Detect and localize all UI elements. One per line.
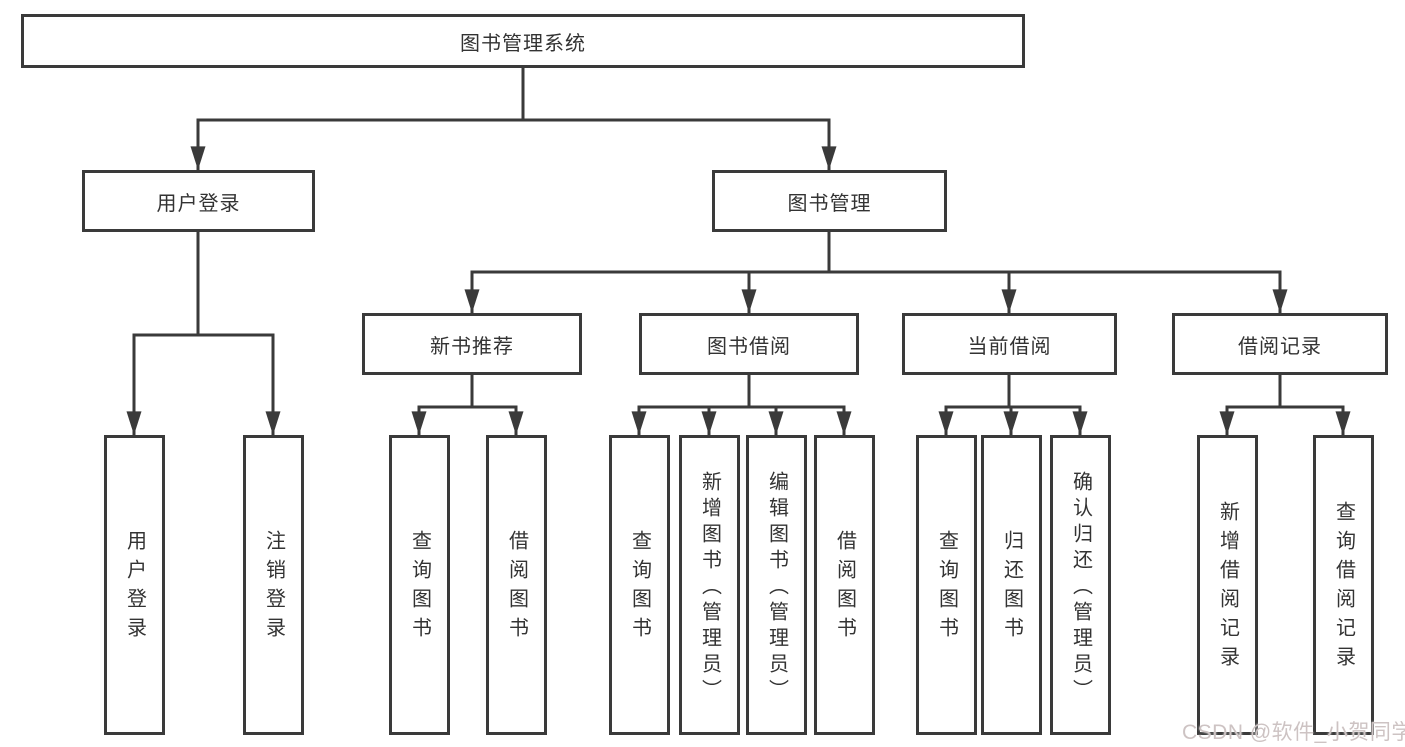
leaf-query-books-borrowing: 查询图书 (609, 435, 670, 735)
node-borrowing-records: 借阅记录 (1172, 313, 1388, 375)
node-book-borrowing: 图书借阅 (639, 313, 859, 375)
leaf-borrow-books-recommend: 借阅图书 (486, 435, 547, 735)
leaf-logout: 注销登录 (243, 435, 304, 735)
leaf-borrow-books-borrowing: 借阅图书 (814, 435, 875, 735)
leaf-return-books: 归还图书 (981, 435, 1042, 735)
leaf-query-books-recommend: 查询图书 (389, 435, 450, 735)
leaf-add-books-admin: 新增图书（管理员） (679, 435, 740, 735)
node-user-login-branch: 用户登录 (82, 170, 315, 232)
node-book-management-branch: 图书管理 (712, 170, 947, 232)
leaf-query-books-current: 查询图书 (916, 435, 977, 735)
leaf-add-borrow-record: 新增借阅记录 (1197, 435, 1258, 735)
node-new-book-recommend: 新书推荐 (362, 313, 582, 375)
leaf-confirm-return-admin: 确认归还（管理员） (1050, 435, 1111, 735)
node-library-management-system: 图书管理系统 (21, 14, 1025, 68)
leaf-query-borrow-record: 查询借阅记录 (1313, 435, 1374, 735)
node-current-borrowing: 当前借阅 (902, 313, 1117, 375)
leaf-user-login: 用户登录 (104, 435, 165, 735)
leaf-edit-books-admin: 编辑图书（管理员） (746, 435, 807, 735)
csdn-watermark: CSDN @软件_小贺同学 (1182, 721, 1405, 744)
